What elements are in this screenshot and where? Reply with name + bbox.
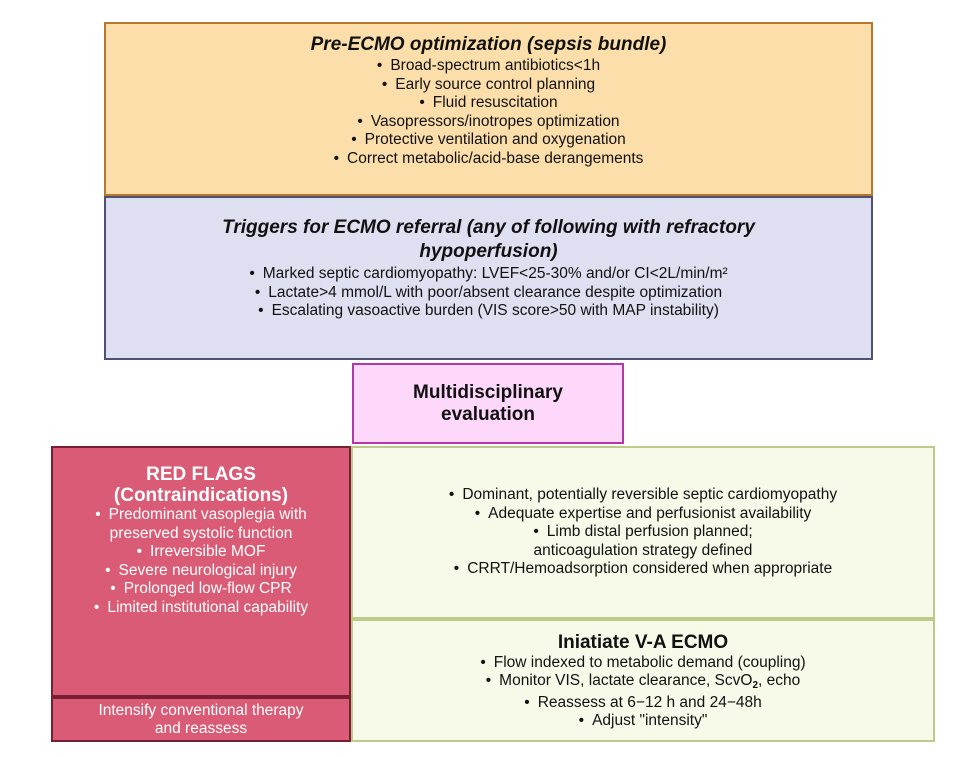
list-item: Limited institutional capability [63, 599, 339, 618]
list-item: Severe neurological injury [63, 562, 339, 581]
triggers-title-line2: hypoperfusion) [419, 241, 558, 262]
list-item: Fluid resuscitation [106, 94, 871, 113]
list-item: Reassess at 6−12 h and 24−48h [353, 694, 933, 712]
list-item: Broad-spectrum antibiotics<1h [106, 57, 871, 76]
pre-ecmo-box: Pre-ECMO optimization (sepsis bundle) Br… [104, 22, 873, 196]
list-item: Monitor VIS, lactate clearance, ScvO2, e… [353, 672, 933, 695]
multidisciplinary-box: Multidisciplinary evaluation [352, 363, 624, 444]
list-item: Early source control planning [106, 76, 871, 95]
list-item: Marked septic cardiomyopathy: LVEF<25-30… [106, 265, 871, 284]
intensify-line1: Intensify conventional therapy [98, 701, 304, 719]
list-item: Dominant, potentially reversible septic … [353, 486, 933, 505]
monitor-subscript: 2 [752, 679, 759, 691]
conditions-box: Dominant, potentially reversible septic … [351, 446, 935, 619]
intensify-line2: and reassess [154, 719, 248, 737]
initiate-box: Iniatiate V-A ECMO Flow indexed to metab… [351, 619, 935, 742]
list-item: Lactate>4 mmol/L with poor/absent cleara… [106, 284, 871, 303]
list-item: CRRT/Hemoadsorption considered when appr… [353, 560, 933, 579]
triggers-title-line1: Triggers for ECMO referral (any of follo… [222, 217, 755, 238]
red-flags-title-line2: (Contraindications) [113, 485, 289, 506]
conditions-list: Dominant, potentially reversible septic … [353, 486, 933, 579]
red-flags-title-line1: RED FLAGS [146, 464, 256, 485]
initiate-list: Flow indexed to metabolic demand (coupli… [353, 654, 933, 729]
red-flags-box: RED FLAGS (Contraindications) Predominan… [51, 446, 351, 697]
list-item: Adequate expertise and perfusionist avai… [353, 505, 933, 524]
list-item: Prolonged low-flow CPR [63, 580, 339, 599]
list-item: Protective ventilation and oxygenation [106, 131, 871, 150]
monitor-tail: , echo [758, 671, 801, 689]
list-item: Escalating vasoactive burden (VIS score>… [106, 302, 871, 321]
multidisciplinary-line2: evaluation [441, 403, 535, 425]
list-item: Adjust "intensity" [353, 712, 933, 730]
initiate-title: Iniatiate V-A ECMO [557, 632, 729, 653]
pre-ecmo-title: Pre-ECMO optimization (sepsis bundle) [310, 34, 667, 55]
pre-ecmo-list: Broad-spectrum antibiotics<1h Early sour… [106, 57, 871, 168]
list-item: Predominant vasoplegia with preserved sy… [63, 506, 339, 543]
list-item: Irreversible MOF [63, 543, 339, 562]
list-item: Flow indexed to metabolic demand (coupli… [353, 654, 933, 672]
triggers-list: Marked septic cardiomyopathy: LVEF<25-30… [106, 265, 871, 321]
list-item: Vasopressors/inotropes optimization [106, 113, 871, 132]
red-flags-list: Predominant vasoplegia with preserved sy… [53, 506, 349, 617]
list-item: Limb distal perfusion planned; anticoagu… [353, 523, 933, 560]
multidisciplinary-line1: Multidisciplinary [413, 381, 563, 403]
intensify-box: Intensify conventional therapy and reass… [51, 697, 351, 742]
monitor-text: Monitor VIS, lactate clearance, ScvO [499, 671, 753, 689]
triggers-box: Triggers for ECMO referral (any of follo… [104, 196, 873, 360]
list-item: Correct metabolic/acid-base derangements [106, 150, 871, 169]
